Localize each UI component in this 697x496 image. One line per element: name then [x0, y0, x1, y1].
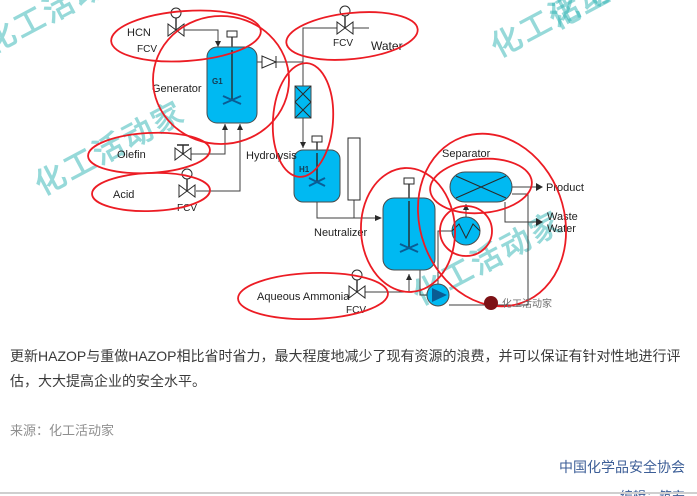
impeller-icon: [308, 177, 326, 187]
olefin-label: Olefin: [117, 149, 146, 161]
pipe: [316, 202, 381, 219]
hcn-fcv-label: FCV: [137, 44, 157, 55]
generator-vessel: G1: [206, 30, 258, 124]
acid-label: Acid: [113, 189, 134, 201]
brand-badge: 化工活动家: [484, 296, 552, 310]
process-flow-diagram: 化工活动家 化工活动家 化工活动家 化工活动家 化工活动家: [0, 0, 697, 321]
hazop-node-ellipse: [237, 271, 389, 321]
hazop-node-ellipse: [285, 11, 419, 61]
hazop-node-ellipse: [91, 172, 211, 212]
agitator-motor-icon: [226, 30, 238, 38]
hcn-control-valve-icon: [167, 7, 185, 37]
mixer-column: [294, 85, 312, 119]
acid-fcv-label: FCV: [177, 203, 197, 214]
generator-label: Generator: [152, 83, 202, 95]
brand-badge-text: 化工活动家: [502, 297, 552, 310]
brand-logo-icon: [484, 296, 498, 310]
arrowhead: [215, 41, 221, 47]
bottom-divider: [0, 492, 697, 494]
pipe: [302, 27, 369, 86]
hcn-label: HCN: [127, 27, 151, 39]
separator-vessel: [449, 171, 513, 203]
arrowhead: [237, 124, 243, 130]
acid-control-valve-icon: [178, 168, 196, 198]
arrowhead: [536, 183, 543, 191]
neutralizer-vessel: [382, 177, 436, 271]
hazop-node-ellipse: [417, 132, 567, 308]
agitator-motor-icon: [311, 135, 323, 143]
separator-label: Separator: [442, 148, 491, 160]
arrowhead: [300, 142, 306, 148]
arrowhead: [463, 204, 469, 210]
ammonia-fcv-label: FCV: [346, 305, 366, 316]
ammonia-label: Aqueous Ammonia: [257, 291, 350, 303]
hydrolysis-vessel: H1: [293, 135, 341, 203]
hazop-node-ellipse: [152, 15, 290, 145]
hazop-node-ellipse: [110, 9, 262, 63]
arrowhead: [375, 215, 382, 221]
watermark-text: 化工活动家: [30, 96, 191, 203]
arrowhead: [406, 274, 412, 280]
hazop-node-ellipse: [271, 62, 335, 178]
olefin-valve-icon: [174, 144, 192, 161]
pipe: [191, 124, 226, 155]
product-label: Product: [546, 182, 584, 194]
pipe: [184, 29, 219, 47]
pump-triangle-icon: [432, 288, 447, 302]
waste-label: Waste: [547, 211, 578, 223]
pipe: [437, 230, 452, 284]
waste-water-label: Water: [547, 223, 576, 235]
impeller-icon: [222, 95, 242, 105]
article-body: 更新HAZOP与重做HAZOP相比省时省力，最大程度地减少了现有资源的浪费，并可…: [0, 344, 697, 496]
gauge-column: [347, 137, 361, 201]
impeller-icon: [399, 243, 419, 253]
hazop-node-ellipse: [439, 205, 493, 257]
pump: [426, 283, 450, 307]
water-control-valve-icon: [336, 5, 354, 35]
hydrolysis-label: Hydrolysis: [246, 150, 297, 162]
hydrolysis-tag: H1: [299, 165, 310, 174]
watermark-text: 化工活动家: [544, 0, 697, 36]
equipment-layer: G1 H1: [206, 30, 513, 307]
water-label: Water: [371, 39, 403, 53]
flow-arrows: [215, 41, 543, 280]
organization-line: 中国化学品安全协会: [559, 459, 685, 476]
valve-layer: [167, 5, 366, 299]
arrowhead: [536, 218, 543, 226]
source-line: 来源：化工活动家: [10, 423, 115, 439]
generator-tag: G1: [212, 77, 223, 86]
hazop-node-layer: [87, 9, 567, 321]
check-valve-icon: [261, 55, 278, 69]
pipe: [419, 268, 427, 296]
water-fcv-label: FCV: [333, 38, 353, 49]
arrowhead: [222, 124, 228, 130]
neutralizer-label: Neutralizer: [314, 227, 368, 239]
agitator-motor-icon: [403, 177, 415, 185]
heat-exchanger: [451, 216, 481, 246]
article-paragraph: 更新HAZOP与重做HAZOP相比省时省力，最大程度地减少了现有资源的浪费，并可…: [10, 348, 681, 390]
hazop-node-ellipse: [360, 167, 456, 293]
